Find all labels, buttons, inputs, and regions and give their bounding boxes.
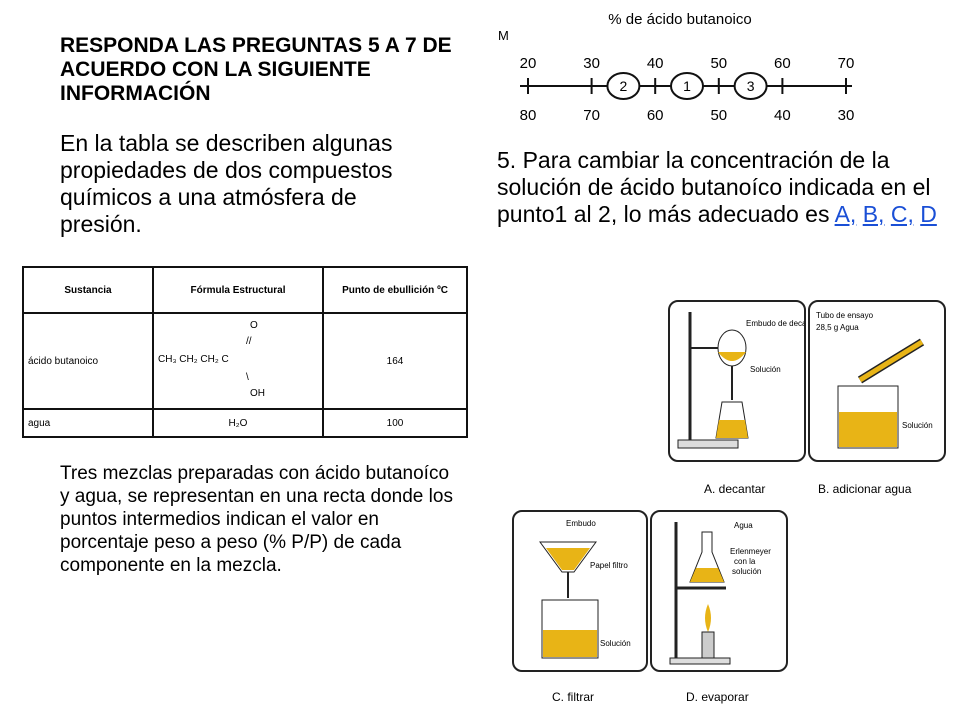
scale-bottom-label: 60 — [647, 107, 664, 124]
formula-double-bond: // — [246, 336, 252, 347]
scale-point-circle — [670, 72, 704, 100]
table-row: ácido butanoico O // CH₃ CH₂ CH₂ C \ OH … — [22, 312, 468, 410]
scale-bottom-label: 80 — [520, 107, 537, 124]
caption-c: C. filtrar — [552, 690, 594, 704]
option-d-link[interactable]: D — [920, 201, 937, 227]
option-c-link[interactable]: C, — [890, 201, 914, 227]
label-solution: Solución — [600, 639, 631, 648]
option-d-illustration: Agua Erlenmeyer con la solución — [650, 510, 788, 672]
label-test-tube: Tubo de ensayo — [816, 311, 874, 320]
label-water: Agua — [734, 521, 753, 530]
table-header-row: Sustancia Fórmula Estructural Punto de e… — [22, 266, 468, 314]
scale-bottom-label: 70 — [583, 107, 600, 124]
filtration-drawing: Embudo Papel filtro Solución — [539, 519, 631, 659]
cell-formula: O // CH₃ CH₂ CH₂ C \ OH — [152, 312, 324, 410]
scale-ticks: 20 80 30 70 40 60 50 50 60 40 70 30 2 1 3 — [520, 55, 855, 124]
scale-top-label: 50 — [710, 55, 727, 72]
question-5: 5. Para cambiar la concentración de la s… — [497, 147, 947, 228]
add-water-drawing: Tubo de ensayo 28,5 g Agua Solución — [816, 311, 933, 449]
label-filter-paper: Papel filtro — [590, 561, 628, 570]
option-a-link[interactable]: A, — [834, 201, 857, 227]
option-b-link[interactable]: B, — [862, 201, 885, 227]
funnel-solution — [718, 352, 746, 361]
separatory-funnel-drawing: Embudo de decantación Solución — [677, 312, 832, 449]
scale-top-label: 20 — [520, 55, 537, 72]
scale-top-label: 30 — [583, 55, 600, 72]
label-funnel: Embudo — [566, 519, 596, 528]
scale-point-circle — [733, 72, 768, 100]
header-boiling: Punto de ebullición ºC — [322, 266, 468, 314]
scale-title: % de ácido butanoico — [608, 11, 751, 28]
label-solution: Solución — [902, 421, 933, 430]
formula-single-bond: \ — [246, 372, 249, 383]
scale-bottom-label: 40 — [774, 107, 791, 124]
scale-bottom-label: 30 — [838, 107, 855, 124]
label-erlenmeyer: Erlenmeyer — [730, 547, 771, 556]
cell-name: ácido butanoico — [22, 312, 154, 410]
mixtures-text: Tres mezclas preparadas con ácido butano… — [60, 463, 453, 576]
evaporation-drawing: Agua Erlenmeyer con la solución — [669, 521, 771, 665]
scale-top-label: 70 — [838, 55, 855, 72]
scale-point-label: 2 — [620, 78, 628, 94]
scale-bottom-label: 50 — [710, 107, 727, 124]
option-a-illustration: Embudo de decantación Solución — [668, 300, 832, 462]
caption-a: A. decantar — [704, 482, 766, 496]
answer-links: A, B, C, D — [835, 201, 937, 227]
cell-formula: H₂O — [152, 408, 324, 438]
intro-text: En la tabla se describen algunas propied… — [60, 130, 393, 237]
formula-o: O — [250, 320, 258, 331]
formula-oh: OH — [250, 388, 265, 399]
label-con-la: con la — [734, 557, 756, 566]
cell-boiling: 164 — [322, 312, 468, 410]
label-funnel: Embudo de decantación — [746, 319, 804, 328]
properties-table: Sustancia Fórmula Estructural Punto de e… — [22, 266, 468, 438]
section-heading: RESPONDA LAS PREGUNTAS 5 A 7 DE ACUERDO … — [60, 34, 452, 105]
scale-point-label: 1 — [683, 78, 691, 94]
label-solution: solución — [732, 567, 761, 576]
scale-edge-char: M — [498, 28, 509, 43]
label-water-mass: 28,5 g Agua — [816, 323, 859, 332]
label-solution: Solución — [750, 365, 781, 374]
header-substance: Sustancia — [22, 266, 154, 314]
caption-b: B. adicionar agua — [818, 482, 912, 496]
flame — [705, 604, 711, 632]
question-text: 5. Para cambiar la concentración de la s… — [497, 147, 931, 227]
scale-top-label: 60 — [774, 55, 791, 72]
cell-boiling: 100 — [322, 408, 468, 438]
header-formula: Fórmula Estructural — [152, 266, 324, 314]
formula-main: CH₃ CH₂ CH₂ C — [158, 354, 229, 365]
option-c-illustration: Embudo Papel filtro Solución — [512, 510, 648, 672]
scale-point-label: 3 — [747, 78, 755, 94]
scale-top-label: 40 — [647, 55, 664, 72]
caption-d: D. evaporar — [686, 690, 749, 704]
cell-name: agua — [22, 408, 154, 438]
option-b-illustration: Tubo de ensayo 28,5 g Agua Solución — [808, 300, 946, 462]
concentration-scale: M % de ácido butanoico 20 80 30 70 40 60 50 50 6… — [498, 11, 855, 124]
table-row: agua H₂O 100 — [22, 408, 468, 438]
scale-point-circle — [606, 72, 641, 100]
